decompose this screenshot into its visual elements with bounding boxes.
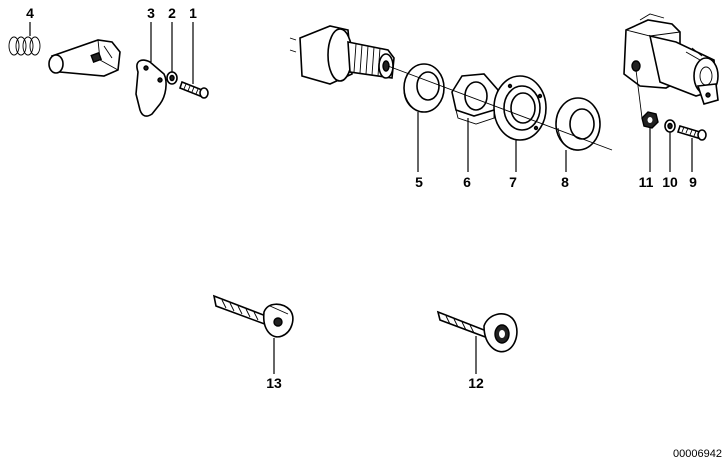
callout-10: 10 xyxy=(662,174,678,190)
assembly-axis xyxy=(387,65,613,151)
part-9-screw xyxy=(676,125,707,141)
part-10-washer xyxy=(664,119,676,133)
callout-2: 2 xyxy=(168,5,176,21)
callout-5: 5 xyxy=(415,174,423,190)
part-13-key xyxy=(212,294,294,338)
part-8-ring-nut xyxy=(555,97,601,151)
mount-guide xyxy=(635,69,643,119)
callout-11: 11 xyxy=(639,174,654,190)
part-3-plate xyxy=(135,59,167,117)
part-2-washer xyxy=(166,71,178,85)
part-11-nut xyxy=(641,111,659,129)
right-lock-body xyxy=(623,13,719,105)
callout-12: 12 xyxy=(468,375,484,391)
lock-housing xyxy=(289,25,395,85)
callout-8: 8 xyxy=(561,174,569,190)
part-1-screw xyxy=(179,80,209,99)
part-4-spring xyxy=(8,36,41,56)
part-12-key xyxy=(436,310,518,353)
part-6-hex-nut xyxy=(451,73,499,125)
part-5-ring xyxy=(403,63,445,113)
callout-9: 9 xyxy=(689,174,697,190)
callout-1: 1 xyxy=(189,5,197,21)
callout-4: 4 xyxy=(26,5,34,21)
callout-3: 3 xyxy=(147,5,155,21)
reference-number: 00006942 xyxy=(673,448,722,460)
callout-13: 13 xyxy=(266,375,282,391)
callout-7: 7 xyxy=(509,174,517,190)
lock-rod xyxy=(48,39,121,77)
part-7-washer xyxy=(493,75,547,141)
callout-6: 6 xyxy=(463,174,471,190)
